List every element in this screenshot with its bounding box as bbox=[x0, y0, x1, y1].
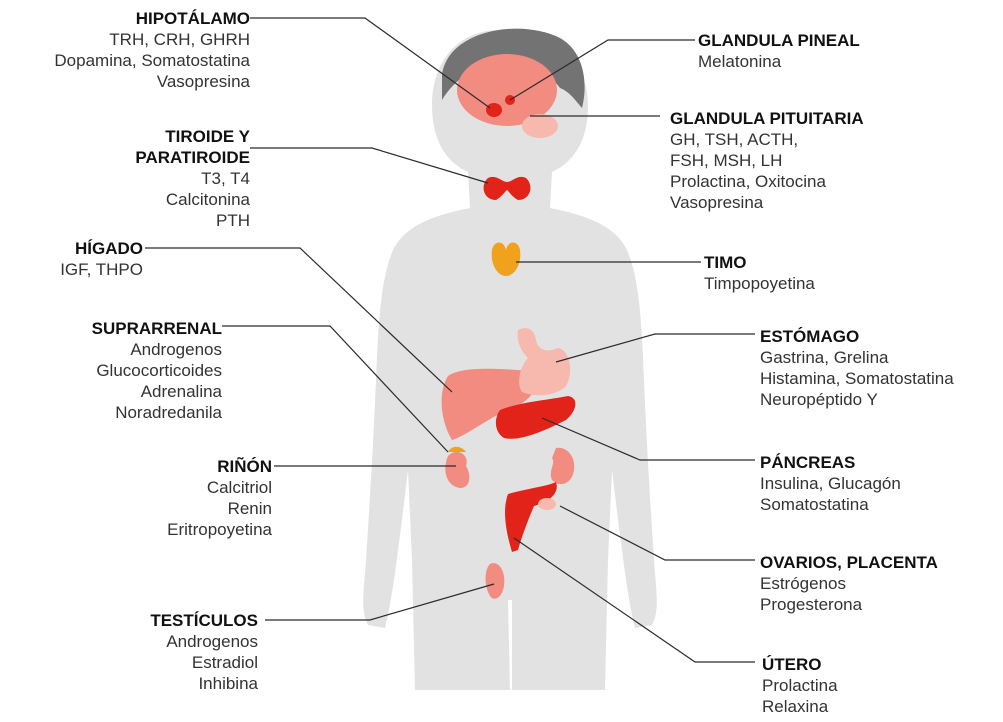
pituitaria-hormones-1: GH, TSH, ACTH, bbox=[670, 129, 864, 150]
title-utero: ÚTERO bbox=[762, 654, 838, 675]
testiculos-hormones-2: Estradiol bbox=[150, 652, 258, 673]
hipotalamo-hormones-1: TRH, CRH, GHRH bbox=[54, 29, 250, 50]
label-pancreas: PÁNCREAS Insulina, Glucagón Somatostatin… bbox=[760, 452, 901, 515]
pancreas-hormones-2: Somatostatina bbox=[760, 494, 901, 515]
tiroide-hormones-3: PTH bbox=[135, 210, 250, 231]
estomago-hormones-3: Neuropéptido Y bbox=[760, 389, 954, 410]
label-pineal: GLANDULA PINEAL Melatonina bbox=[698, 30, 860, 72]
ovarios-hormones-1: Estrógenos bbox=[760, 573, 938, 594]
label-higado: HÍGADO IGF, THPO bbox=[60, 238, 143, 280]
utero-hormones-2: Relaxina bbox=[762, 696, 838, 717]
label-ovarios: OVARIOS, PLACENTA Estrógenos Progesteron… bbox=[760, 552, 938, 615]
timo-hormones-1: Timpopoyetina bbox=[704, 273, 815, 294]
rinon-hormones-2: Renin bbox=[167, 498, 272, 519]
suprarrenal-hormones-4: Noradredanila bbox=[92, 402, 222, 423]
ovary-organ bbox=[538, 498, 556, 510]
higado-hormones-1: IGF, THPO bbox=[60, 259, 143, 280]
pituitaria-hormones-3: Prolactina, Oxitocina bbox=[670, 171, 864, 192]
title-pineal: GLANDULA PINEAL bbox=[698, 30, 860, 51]
title-suprarrenal: SUPRARRENAL bbox=[92, 318, 222, 339]
hypothalamus-organ bbox=[486, 103, 502, 117]
title-pancreas: PÁNCREAS bbox=[760, 452, 901, 473]
estomago-hormones-2: Histamina, Somatostatina bbox=[760, 368, 954, 389]
title-rinon: RIÑÓN bbox=[167, 456, 272, 477]
tiroide-hormones-2: Calcitonina bbox=[135, 189, 250, 210]
pancreas-hormones-1: Insulina, Glucagón bbox=[760, 473, 901, 494]
label-tiroide: TIROIDE Y PARATIROIDE T3, T4 Calcitonina… bbox=[135, 126, 250, 231]
title-higado: HÍGADO bbox=[60, 238, 143, 259]
title-testiculos: TESTÍCULOS bbox=[150, 610, 258, 631]
title-timo: TIMO bbox=[704, 252, 815, 273]
tiroide-hormones-1: T3, T4 bbox=[135, 168, 250, 189]
rinon-hormones-1: Calcitriol bbox=[167, 477, 272, 498]
label-estomago: ESTÓMAGO Gastrina, Grelina Histamina, So… bbox=[760, 326, 954, 410]
title-tiroide-1: TIROIDE Y bbox=[135, 126, 250, 147]
label-testiculos: TESTÍCULOS Androgenos Estradiol Inhibina bbox=[150, 610, 258, 694]
title-hipotalamo: HIPOTÁLAMO bbox=[54, 8, 250, 29]
utero-hormones-1: Prolactina bbox=[762, 675, 838, 696]
body-outline bbox=[363, 30, 657, 690]
label-hipotalamo: HIPOTÁLAMO TRH, CRH, GHRH Dopamina, Soma… bbox=[54, 8, 250, 92]
label-timo: TIMO Timpopoyetina bbox=[704, 252, 815, 294]
label-utero: ÚTERO Prolactina Relaxina bbox=[762, 654, 838, 717]
title-estomago: ESTÓMAGO bbox=[760, 326, 954, 347]
human-silhouette bbox=[363, 29, 657, 690]
testiculos-hormones-1: Androgenos bbox=[150, 631, 258, 652]
label-pituitaria: GLANDULA PITUITARIA GH, TSH, ACTH, FSH, … bbox=[670, 108, 864, 213]
title-tiroide-2: PARATIROIDE bbox=[135, 147, 250, 168]
pituitaria-hormones-2: FSH, MSH, LH bbox=[670, 150, 864, 171]
label-rinon: RIÑÓN Calcitriol Renin Eritropoyetina bbox=[167, 456, 272, 540]
hipotalamo-hormones-2: Dopamina, Somatostatina bbox=[54, 50, 250, 71]
estomago-hormones-1: Gastrina, Grelina bbox=[760, 347, 954, 368]
pineal-hormones-1: Melatonina bbox=[698, 51, 860, 72]
suprarrenal-hormones-1: Androgenos bbox=[92, 339, 222, 360]
label-suprarrenal: SUPRARRENAL Androgenos Glucocorticoides … bbox=[92, 318, 222, 423]
suprarrenal-hormones-2: Glucocorticoides bbox=[92, 360, 222, 381]
title-ovarios: OVARIOS, PLACENTA bbox=[760, 552, 938, 573]
pituitaria-hormones-4: Vasopresina bbox=[670, 192, 864, 213]
suprarrenal-hormones-3: Adrenalina bbox=[92, 381, 222, 402]
title-pituitaria: GLANDULA PITUITARIA bbox=[670, 108, 864, 129]
hipotalamo-hormones-3: Vasopresina bbox=[54, 71, 250, 92]
rinon-hormones-3: Eritropoyetina bbox=[167, 519, 272, 540]
testiculos-hormones-3: Inhibina bbox=[150, 673, 258, 694]
ovarios-hormones-2: Progesterona bbox=[760, 594, 938, 615]
cerebellum bbox=[522, 114, 558, 138]
